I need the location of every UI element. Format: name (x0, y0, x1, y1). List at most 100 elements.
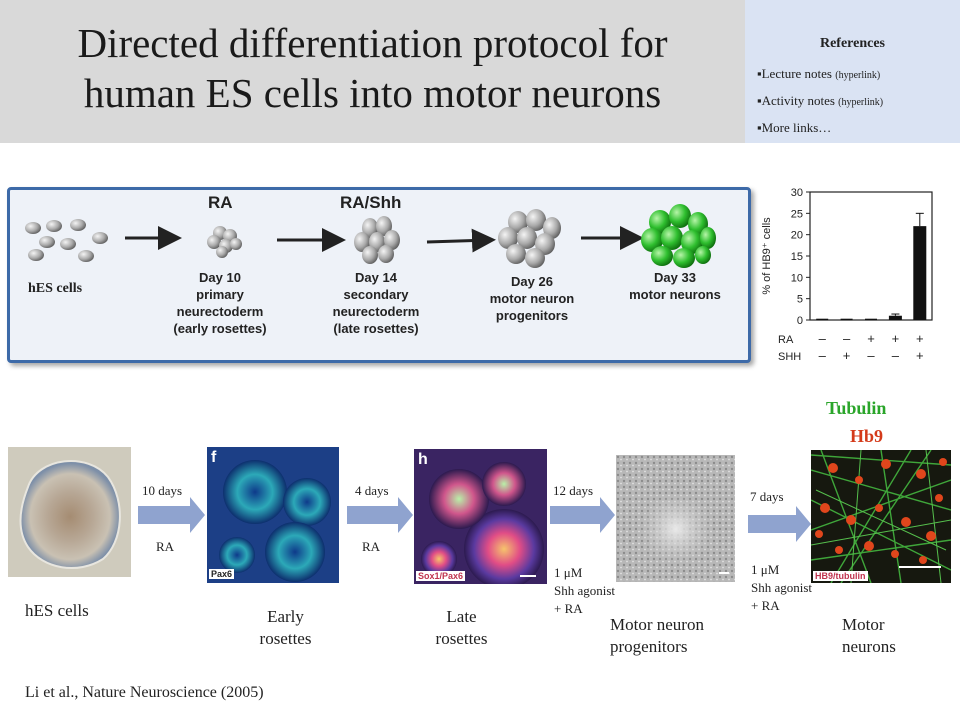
y-tick-label: 20 (791, 230, 803, 242)
motor-neuron-progenitors-photo (616, 455, 735, 582)
reference-note: (hyperlink) (835, 70, 881, 81)
y-tick-label: 0 (797, 315, 803, 327)
label-late-rosettes: Late rosettes (424, 606, 499, 650)
stage-day: Day 26 (511, 274, 553, 289)
bullet-icon: ▪ (757, 120, 762, 135)
title-line-2: human ES cells into motor neurons (83, 70, 662, 116)
y-tick-label: 15 (791, 251, 803, 263)
label-motor-neuron-progenitors: Motor neuron progenitors (610, 614, 704, 658)
stage-day-14: Day 14 secondary neurectoderm (late rose… (306, 269, 446, 337)
references-heading: References (819, 36, 886, 51)
stage-day: Day 33 (654, 270, 696, 285)
timeline-arrow-4 (748, 506, 811, 542)
y-tick-label: 10 (791, 272, 803, 284)
bar (888, 315, 902, 320)
chart-plot-area (809, 191, 933, 321)
arrow-4-duration: 7 days (750, 489, 784, 504)
arrow-3-condition: 1 μM Shh agonist + RA (554, 564, 615, 618)
stage-line: secondary (343, 287, 409, 302)
reference-link-more-links[interactable]: ▪More links… (757, 120, 831, 136)
condition-line: 1 μM (554, 565, 583, 580)
label-hes-cells: hES cells (25, 601, 89, 620)
label-line: progenitors (610, 637, 688, 656)
stage-day-26: Day 26 motor neuron progenitors (462, 273, 602, 324)
timeline-arrow-2 (347, 497, 413, 533)
primary-neurectoderm-cluster-icon (207, 226, 242, 258)
arrow-4-condition: 1 μM Shh agonist + RA (751, 561, 812, 615)
reference-label: Lecture notes (761, 66, 836, 81)
panel-caption-hb9-tubulin: HB9/tubulin (813, 571, 868, 581)
ra-label: RA (208, 193, 233, 212)
label-line: rosettes (435, 629, 488, 648)
arrow-1-condition: RA (156, 539, 175, 554)
label-line: Early (267, 607, 304, 626)
label-early-rosettes: Early rosettes (248, 606, 323, 650)
arrow-3 (426, 228, 496, 253)
page-title: Directed differentiation protocol for hu… (0, 18, 745, 118)
stage-day-33: Day 33 motor neurons (605, 269, 745, 303)
condition-line: Shh agonist (554, 583, 616, 598)
panel-letter-f: f (211, 449, 217, 466)
bar (913, 226, 927, 320)
stage-line: progenitors (495, 308, 569, 323)
treatment-sign: – (819, 331, 827, 346)
label-line: Motor neuron (610, 615, 704, 634)
stage-line: (early rosettes) (173, 321, 267, 336)
label-motor-neurons: Motor neurons (842, 614, 896, 658)
treatment-sign: + (892, 331, 900, 346)
panel-caption-sox1-pax6: Sox1/Pax6 (416, 571, 466, 581)
timeline-arrow-3 (550, 497, 615, 533)
hes-cells-label: hES cells (28, 281, 83, 296)
protocol-diagram-box (7, 187, 751, 363)
panel-letter-h: h (418, 451, 428, 468)
treatment-sign: – (867, 348, 875, 363)
stage-line: primary (196, 287, 244, 302)
treatment-sign: + (916, 348, 924, 363)
stage-day: Day 10 (199, 270, 241, 285)
reference-link-activity-notes[interactable]: ▪Activity notes (hyperlink) (757, 93, 883, 109)
condition-line: + RA (751, 598, 780, 613)
treatment-row-label: RA (778, 334, 794, 346)
stage-line: neurectoderm (332, 304, 420, 319)
bullet-icon: ▪ (757, 66, 762, 81)
motor-neurons-cluster-icon (641, 204, 716, 268)
treatment-sign: + (916, 331, 924, 346)
reference-link-lecture-notes[interactable]: ▪Lecture notes (hyperlink) (757, 66, 880, 82)
label-line: neurons (842, 637, 896, 656)
reference-label: Activity notes (761, 93, 839, 108)
treatment-sign: – (892, 348, 900, 363)
arrow-3-duration: 12 days (553, 483, 594, 498)
label-line: Motor (842, 615, 885, 634)
bullet-icon: ▪ (757, 93, 762, 108)
ra-shh-label: RA/Shh (340, 193, 402, 212)
treatment-sign: – (819, 348, 827, 363)
stage-line: motor neurons (629, 287, 721, 302)
reference-label: More links… (761, 120, 832, 135)
title-band (0, 0, 745, 143)
arrow-2-duration: 4 days (355, 483, 389, 498)
treatment-sign: + (843, 348, 851, 363)
late-rosettes-photo: h Sox1/Pax6 (414, 449, 547, 584)
title-line-1: Directed differentiation protocol for (77, 20, 668, 66)
stain-label-hb9: Hb9 (850, 426, 884, 446)
stain-label-tubulin: Tubulin (826, 398, 887, 418)
hes-colony-photo (8, 447, 131, 577)
condition-line: Shh agonist (751, 580, 813, 595)
stage-line: neurectoderm (176, 304, 264, 319)
label-line: rosettes (259, 629, 312, 648)
timeline-arrow-1 (138, 497, 205, 533)
stage-line: (late rosettes) (333, 321, 419, 336)
label-line: Late (446, 607, 477, 626)
hes-cells-icon (25, 219, 108, 262)
y-tick-label: 5 (797, 294, 803, 306)
citation: Li et al., Nature Neuroscience (2005) (25, 684, 264, 701)
stage-day: Day 14 (355, 270, 397, 285)
treatment-sign: + (867, 331, 875, 346)
y-tick-label: 30 (791, 187, 803, 199)
y-tick-label: 25 (791, 208, 803, 220)
motor-neurons-photo: HB9/tubulin (811, 450, 951, 583)
stage-line: motor neuron (489, 291, 575, 306)
treatment-row-label: SHH (778, 351, 801, 363)
